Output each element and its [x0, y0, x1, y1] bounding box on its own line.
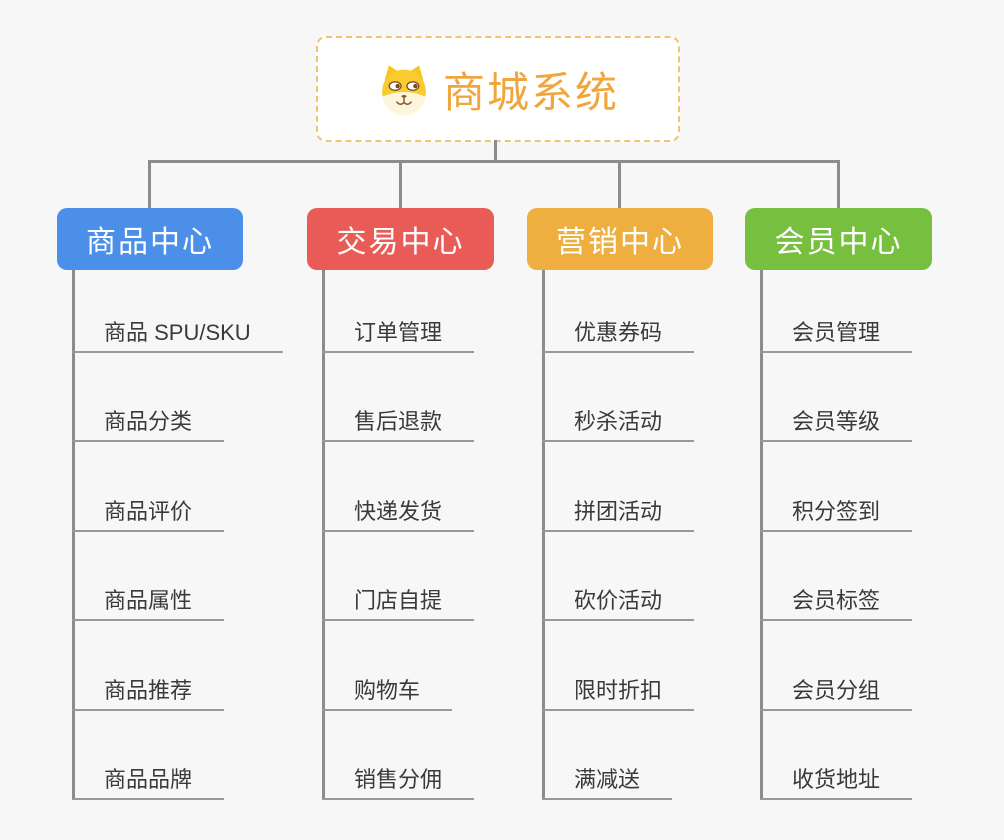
leaf-node[interactable]: 会员标签 — [760, 583, 913, 621]
leaf-node[interactable]: 拼团活动 — [542, 494, 695, 532]
leaf-node[interactable]: 优惠券码 — [542, 315, 695, 353]
leaf-node[interactable]: 积分签到 — [760, 494, 913, 532]
root-node[interactable]: 商城系统 — [316, 36, 680, 142]
leaf-node[interactable]: 购物车 — [322, 673, 453, 711]
leaf-node[interactable]: 售后退款 — [322, 404, 475, 442]
leaf-node[interactable]: 收货地址 — [760, 762, 913, 800]
trunk-line-3 — [542, 270, 545, 800]
leaf-node[interactable]: 满减送 — [542, 762, 673, 800]
branch-node-marketing-center[interactable]: 营销中心 — [527, 208, 713, 270]
connector-branch-drop-4 — [837, 161, 840, 208]
branch-node-member-center[interactable]: 会员中心 — [745, 208, 932, 270]
leaf-node[interactable]: 砍价活动 — [542, 583, 695, 621]
leaf-node[interactable]: 商品分类 — [72, 404, 225, 442]
leaf-node[interactable]: 门店自提 — [322, 583, 475, 621]
connector-root-drop — [494, 140, 497, 162]
leaf-node[interactable]: 商品推荐 — [72, 673, 225, 711]
connector-branch-drop-3 — [618, 161, 621, 208]
leaf-node[interactable]: 商品评价 — [72, 494, 225, 532]
leaf-node[interactable]: 会员管理 — [760, 315, 913, 353]
leaf-node[interactable]: 销售分佣 — [322, 762, 475, 800]
leaf-node[interactable]: 商品 SPU/SKU — [72, 315, 283, 353]
leaf-node[interactable]: 秒杀活动 — [542, 404, 695, 442]
branch-node-product-center[interactable]: 商品中心 — [57, 208, 243, 270]
leaf-node[interactable]: 商品属性 — [72, 583, 225, 621]
trunk-line-4 — [760, 270, 763, 800]
trunk-line-2 — [322, 270, 325, 800]
root-title: 商城系统 — [442, 68, 619, 116]
leaf-node[interactable]: 商品品牌 — [72, 762, 225, 800]
leaf-node[interactable]: 会员等级 — [760, 404, 913, 442]
dog-face-icon — [382, 65, 426, 116]
connector-branch-drop-2 — [399, 161, 402, 208]
leaf-node[interactable]: 订单管理 — [322, 315, 475, 353]
branch-node-trade-center[interactable]: 交易中心 — [307, 208, 494, 270]
trunk-line-1 — [72, 270, 75, 800]
leaf-node[interactable]: 快递发货 — [322, 494, 475, 532]
connector-bus — [148, 160, 840, 163]
leaf-node[interactable]: 限时折扣 — [542, 673, 695, 711]
leaf-node[interactable]: 会员分组 — [760, 673, 913, 711]
connector-branch-drop-1 — [148, 161, 151, 208]
